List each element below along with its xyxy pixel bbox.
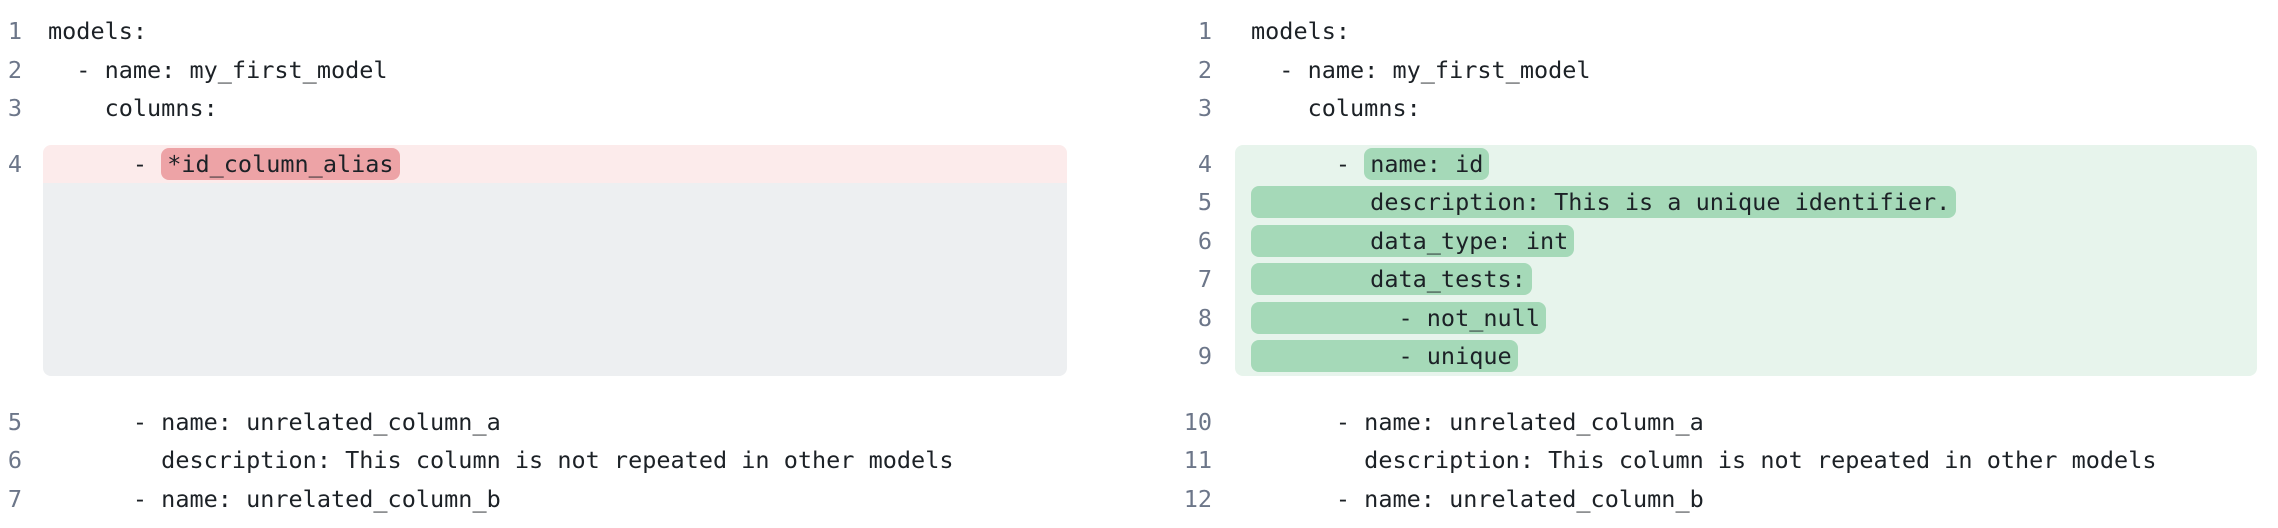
code-text: - unique bbox=[1235, 337, 2257, 376]
code-line: 6 description: This column is not repeat… bbox=[0, 441, 1139, 480]
added-line: 7 data_tests: bbox=[1139, 260, 2278, 299]
added-token: name: id bbox=[1364, 147, 1490, 180]
code-line: 1 models: bbox=[1139, 12, 2278, 51]
line-number: 1 bbox=[1197, 17, 1212, 45]
code-text: description: This column is not repeated… bbox=[48, 446, 954, 474]
code-text: description: This column is not repeated… bbox=[1251, 446, 2157, 474]
line-number: 10 bbox=[1183, 407, 1212, 436]
added-token: data_type: int bbox=[1251, 224, 1575, 257]
code-text: data_type: int bbox=[1235, 221, 2257, 260]
added-line: 6 data_type: int bbox=[1139, 221, 2278, 260]
line-number: 3 bbox=[7, 94, 22, 122]
code-line: 3 columns: bbox=[0, 89, 1139, 128]
code-text: description: This is a unique identifier… bbox=[1235, 183, 2257, 222]
line-number: 4 bbox=[1197, 149, 1212, 178]
code-line: 10 - name: unrelated_column_a bbox=[1139, 403, 2278, 442]
line-number: 11 bbox=[1183, 446, 1212, 474]
code-line: 2 - name: my_first_model bbox=[0, 51, 1139, 90]
code-text-plain: - bbox=[48, 149, 162, 178]
added-line: 4 - name: id bbox=[1139, 144, 2278, 183]
added-token: - unique bbox=[1251, 340, 1518, 372]
line-number: 12 bbox=[1183, 484, 1212, 513]
code-text: - name: my_first_model bbox=[1251, 55, 1591, 84]
code-text: - name: unrelated_column_b bbox=[48, 484, 501, 513]
line-number bbox=[0, 183, 22, 376]
code-line: 3 columns: bbox=[1139, 89, 2278, 128]
line-number: 5 bbox=[1197, 188, 1212, 216]
code-text: models: bbox=[1251, 17, 1351, 45]
line-number: 6 bbox=[1197, 226, 1212, 255]
code-text: - name: unrelated_column_b bbox=[1251, 484, 1704, 513]
added-line: 9 - unique bbox=[1139, 337, 2278, 376]
code-line: 2 - name: my_first_model bbox=[1139, 51, 2278, 90]
added-line: 5 description: This is a unique identifi… bbox=[1139, 183, 2278, 222]
code-text: columns: bbox=[48, 94, 218, 122]
collapsed-placeholder bbox=[0, 183, 1139, 376]
code-line: 7 - name: unrelated_column_b bbox=[0, 480, 1139, 519]
removed-line: 4 - *id_column_alias bbox=[0, 144, 1139, 183]
line-number: 7 bbox=[1197, 265, 1212, 293]
line-number: 9 bbox=[1197, 342, 1212, 370]
line-number: 2 bbox=[7, 55, 22, 84]
code-text: - name: id bbox=[1235, 144, 2257, 183]
added-token: - not_null bbox=[1251, 301, 1546, 334]
line-number: 1 bbox=[7, 17, 22, 45]
code-line: 11 description: This column is not repea… bbox=[1139, 441, 2278, 480]
line-number: 3 bbox=[1197, 94, 1212, 122]
removed-token: *id_column_alias bbox=[161, 147, 400, 180]
line-number: 5 bbox=[7, 407, 22, 436]
line-number: 4 bbox=[7, 149, 22, 178]
code-line: 5 - name: unrelated_column_a bbox=[0, 403, 1139, 442]
code-text: - name: my_first_model bbox=[48, 55, 388, 84]
code-text: - not_null bbox=[1235, 298, 2257, 337]
code-text: - name: unrelated_column_a bbox=[48, 407, 501, 436]
code-line: 1 models: bbox=[0, 12, 1139, 51]
code-text bbox=[43, 183, 1067, 376]
diff-highlight-block: 4 - *id_column_alias bbox=[0, 144, 1139, 376]
added-line: 8 - not_null bbox=[1139, 298, 2278, 337]
code-text: data_tests: bbox=[1235, 260, 2257, 299]
code-text: columns: bbox=[1251, 94, 1421, 122]
added-token: data_tests: bbox=[1251, 263, 1532, 295]
code-text-plain: - bbox=[1251, 149, 1365, 178]
line-number: 6 bbox=[7, 446, 22, 474]
line-number: 2 bbox=[1197, 55, 1212, 84]
added-token: description: This is a unique identifier… bbox=[1251, 186, 1957, 218]
code-line: 12 - name: unrelated_column_b bbox=[1139, 480, 2278, 519]
code-text: - name: unrelated_column_a bbox=[1251, 407, 1704, 436]
code-text: - *id_column_alias bbox=[43, 144, 1067, 183]
line-number: 8 bbox=[1197, 303, 1212, 332]
line-number: 7 bbox=[7, 484, 22, 513]
code-text: models: bbox=[48, 17, 148, 45]
